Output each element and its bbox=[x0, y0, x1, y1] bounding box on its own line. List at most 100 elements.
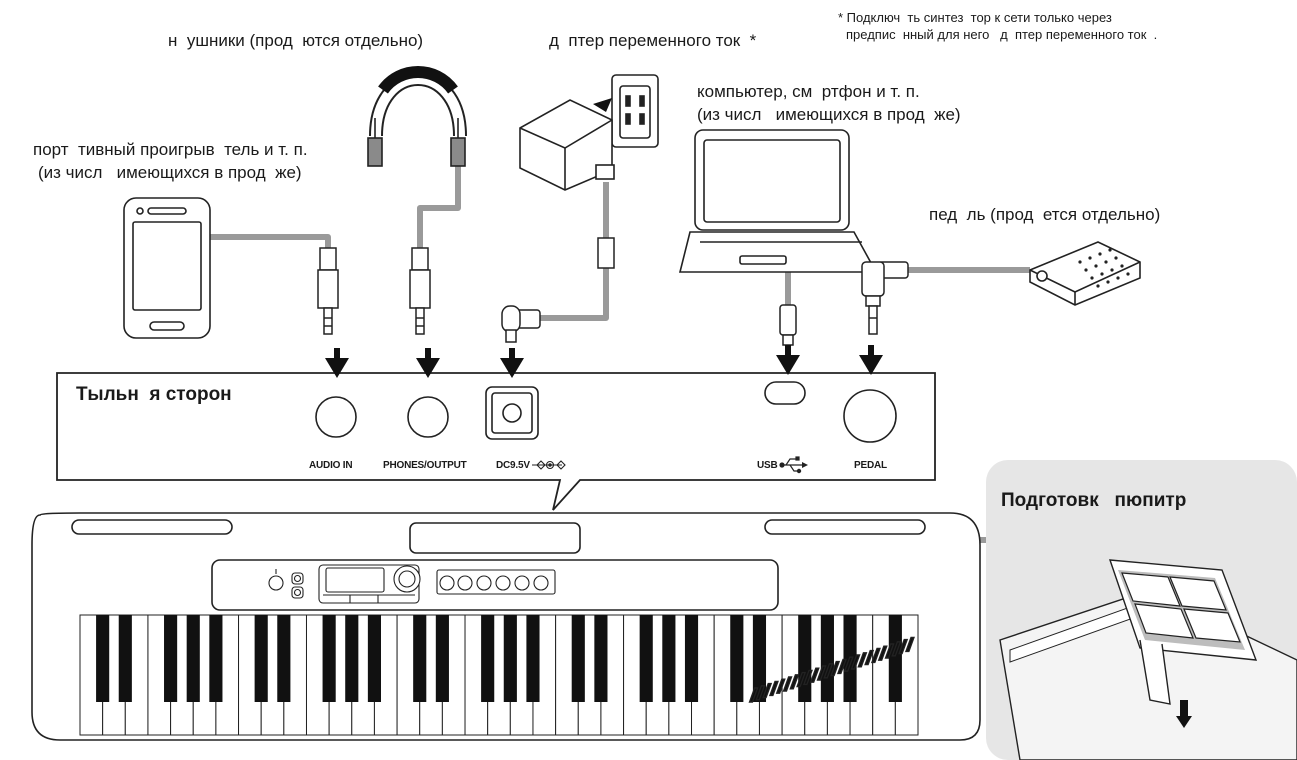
inset-key bbox=[857, 652, 868, 668]
player-label-line-2: (из числ имеющихся в прод же) bbox=[38, 163, 302, 182]
inset-key bbox=[768, 680, 779, 697]
footnote-line-1: * Подключ ть синтез тор к сети только че… bbox=[838, 10, 1112, 25]
laptop-icon bbox=[678, 129, 878, 273]
usb-port bbox=[764, 381, 806, 405]
inset-key bbox=[755, 685, 766, 701]
pedal-icon bbox=[1029, 241, 1141, 306]
inset-key bbox=[891, 641, 902, 657]
down-arrow-icon bbox=[859, 345, 883, 375]
inset-key bbox=[782, 676, 793, 692]
black-key bbox=[209, 615, 223, 702]
black-key bbox=[730, 615, 744, 702]
inset-key bbox=[843, 656, 854, 672]
dc-jack-hole bbox=[502, 403, 522, 423]
pedal-jack bbox=[843, 389, 897, 443]
smartphone-icon bbox=[123, 197, 211, 339]
player-label-line-1: порт тивный проигрыв тель и т. п. bbox=[33, 140, 308, 159]
inset-key bbox=[904, 636, 915, 653]
power-button bbox=[268, 575, 284, 591]
inset-key bbox=[830, 660, 841, 677]
inset-key bbox=[850, 654, 861, 670]
black-key bbox=[526, 615, 540, 702]
wall-outlet-icon bbox=[611, 74, 659, 148]
inset-keys bbox=[748, 636, 915, 703]
black-key bbox=[684, 615, 699, 702]
footnote-line-2: предпис нный для него д птер переменного… bbox=[846, 27, 1158, 42]
inset-key bbox=[762, 682, 773, 699]
black-key bbox=[888, 615, 902, 702]
black-key bbox=[752, 615, 767, 702]
inset-title: Подготовк пюпитр bbox=[1001, 490, 1187, 511]
pedal-plug-icon bbox=[861, 261, 909, 335]
black-key bbox=[503, 615, 517, 702]
phones-plug-icon bbox=[409, 247, 431, 335]
audio-in-jack bbox=[315, 396, 357, 438]
adapter-cable-bottom bbox=[540, 268, 609, 321]
black-key bbox=[820, 615, 834, 702]
computer-label-line-2: (из числ имеющихся в прод же) bbox=[697, 105, 961, 124]
dc-port-label: DC9.5V bbox=[496, 460, 530, 471]
inset-key bbox=[898, 638, 909, 655]
inset-key bbox=[775, 678, 786, 694]
usb-symbol-icon bbox=[779, 456, 808, 474]
inset-key bbox=[823, 663, 834, 679]
black-key bbox=[481, 615, 495, 702]
black-key bbox=[96, 615, 110, 702]
black-key bbox=[662, 615, 676, 702]
inset-key bbox=[816, 665, 827, 681]
rear-panel-frame bbox=[56, 372, 936, 511]
black-key bbox=[345, 615, 359, 702]
headphone-cable bbox=[417, 165, 461, 248]
inset-illustration bbox=[748, 559, 1297, 760]
black-key bbox=[435, 615, 449, 702]
black-key bbox=[367, 615, 382, 702]
speaker-grille-left bbox=[71, 519, 233, 535]
inset-key bbox=[836, 658, 847, 675]
inset-key bbox=[789, 674, 800, 690]
music-stand-slot bbox=[409, 522, 581, 554]
dc-polarity-icon bbox=[532, 460, 566, 470]
down-arrow-icon bbox=[776, 345, 800, 375]
dc-plug-icon bbox=[501, 305, 541, 343]
black-key bbox=[254, 615, 268, 702]
black-key bbox=[186, 615, 200, 702]
control-panel-buttons bbox=[268, 564, 556, 604]
headphones-icon bbox=[367, 66, 467, 167]
pedal-label: пед ль (прод ется отдельно) bbox=[929, 205, 1161, 224]
phones-port-label: PHONES/OUTPUT bbox=[383, 460, 467, 471]
piano-keys bbox=[79, 614, 919, 736]
black-key bbox=[322, 615, 336, 702]
ac-adapter-icon bbox=[519, 98, 615, 191]
audio-cable bbox=[210, 234, 331, 248]
audio-plug-icon bbox=[317, 247, 339, 335]
inset-key bbox=[864, 649, 875, 666]
inset-key bbox=[748, 687, 759, 703]
rear-panel-ports bbox=[315, 381, 897, 443]
black-key bbox=[413, 615, 427, 702]
black-key bbox=[798, 615, 812, 702]
black-key bbox=[594, 615, 608, 702]
computer-label-line-1: компьютер, см ртфон и т. п. bbox=[697, 82, 920, 101]
inset-key bbox=[802, 669, 813, 686]
headphones-label: н ушники (прод ются отдельно) bbox=[168, 31, 424, 50]
black-key bbox=[639, 615, 653, 702]
inset-key bbox=[809, 667, 820, 683]
ferrite-core-icon bbox=[597, 237, 615, 269]
inset-key bbox=[884, 643, 895, 659]
usb-plug-icon bbox=[779, 304, 797, 346]
black-key bbox=[164, 615, 178, 702]
audio-in-port-label: AUDIO IN bbox=[309, 460, 353, 471]
inset-key bbox=[796, 671, 807, 688]
inset-key bbox=[877, 645, 888, 661]
black-key bbox=[277, 615, 291, 702]
pedal-port-label: PEDAL bbox=[854, 460, 887, 471]
adapter-label: д птер переменного ток * bbox=[549, 31, 757, 50]
speaker-grille-right bbox=[764, 519, 926, 535]
black-key bbox=[571, 615, 585, 702]
usb-port-label: USB bbox=[757, 460, 778, 471]
phones-jack bbox=[407, 396, 449, 438]
rear-panel-title: Тыльн я сторон bbox=[76, 384, 232, 405]
inset-key bbox=[870, 647, 881, 664]
black-key bbox=[118, 615, 132, 702]
